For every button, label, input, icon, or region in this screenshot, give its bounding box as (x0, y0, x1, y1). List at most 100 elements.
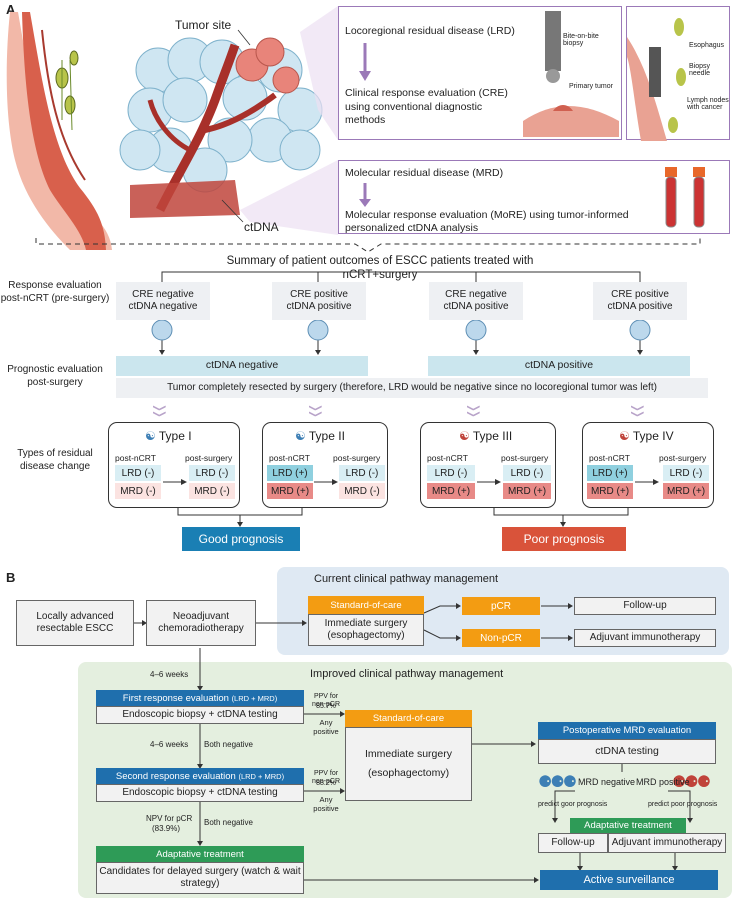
group-1-line1: CRE negative (132, 288, 194, 300)
arrow-icon (314, 479, 338, 485)
current-pathway-title: Current clinical pathway management (314, 573, 499, 585)
type-name: Type IV (632, 429, 674, 443)
improved-adjuvant-box: Adjuvant immunotherapy (608, 833, 726, 853)
adaptative2-header: Adaptative treatment (570, 818, 686, 833)
pre-label: post-nCRT (427, 453, 468, 463)
blood-tubes-icon (665, 167, 705, 228)
second-eval-header: Second response evaluation (LRD + MRD) (96, 768, 304, 784)
lrd-pre: LRD (+) (267, 465, 313, 481)
pcr-box: pCR (462, 597, 540, 615)
bite-biopsy-figure: Bite-on-bite biopsy Primary tumor (523, 11, 619, 137)
good-prognosis-badge: Good prognosis (182, 527, 300, 551)
panel-a-connectors (151, 271, 651, 527)
resected-note: Tumor completely resected by surgery (th… (116, 378, 708, 398)
second-eval-tag: (LRD + MRD) (238, 771, 285, 781)
both-negative-label-2: Both negative (204, 818, 253, 827)
ctdna-positive-bar: ctDNA positive (428, 356, 690, 376)
current-standard-header: Standard-of-care (308, 596, 424, 614)
mrd-box: Molecular residual disease (MRD) Molecul… (338, 160, 730, 234)
mrd-pre: MRD (+) (267, 483, 313, 499)
type-card-4: ☯ Type IV post-nCRT post-surgery LRD (+)… (582, 422, 714, 508)
weeks-label-2: 4–6 weeks (150, 740, 189, 749)
pre-label: post-nCRT (269, 453, 310, 463)
active-surveillance-box: Active surveillance (540, 870, 718, 890)
mrd-title: Molecular residual disease (MRD) (345, 167, 504, 179)
adaptative-header: Adaptative treatment (96, 846, 304, 862)
group-3-line2: ctDNA positive (443, 301, 509, 312)
ppv-value-1: 85.7% (316, 703, 336, 710)
poor-prognosis-badge: Poor prognosis (502, 527, 626, 551)
ctdna-label: ctDNA (244, 220, 279, 234)
locally-advanced-box: Locally advanced resectable ESCC (16, 600, 134, 646)
post-mrd-body: ctDNA testing (538, 739, 716, 764)
predict-good-label: predict goor prognosis (538, 801, 608, 808)
lrd-post: LRD (-) (189, 465, 235, 481)
group-2-line1: CRE positive (290, 288, 348, 300)
type-card-3: ☯ Type III post-nCRT post-surgery LRD (-… (420, 422, 556, 508)
post-mrd-header: Postoperative MRD evaluation (538, 722, 716, 739)
lrd-box: Locoregional residual disease (LRD) Clin… (338, 6, 622, 140)
non-pcr-box: Non-pCR (462, 629, 540, 647)
panel-a-illustration (6, 6, 701, 253)
group-3-line1: CRE negative (445, 288, 507, 300)
mrd-positive-label: MRD positive (636, 777, 690, 787)
improved-follow-up-box: Follow-up (538, 833, 608, 853)
ctdna-negative-bar: ctDNA negative (116, 356, 368, 376)
lymph-nodes-label: Lymph nodes with cancer (687, 97, 729, 111)
mrd-pre: MRD (+) (427, 483, 475, 499)
person-icon: ☯ (619, 429, 630, 443)
second-eval-body: Endoscopic biopsy + ctDNA testing (96, 784, 304, 802)
mrd-post: MRD (+) (503, 483, 551, 499)
first-eval-body: Endoscopic biopsy + ctDNA testing (96, 706, 304, 724)
mrd-post: MRD (+) (663, 483, 709, 499)
lrd-post: LRD (-) (663, 465, 709, 481)
type-card-2: ☯ Type II post-nCRT post-surgery LRD (+)… (262, 422, 388, 508)
people-red-icon: ⚈⚈⚈ (672, 774, 711, 791)
primary-tumor-label: Primary tumor (569, 83, 613, 90)
ppv-label-1: PPV for non-pCR (311, 693, 340, 709)
ppv-value-2: 88.2% (316, 780, 336, 787)
person-icon: ☯ (145, 429, 156, 443)
bite-on-bite-label: Bite-on-bite biopsy (563, 33, 599, 47)
improved-pathway-title: Improved clinical pathway management (310, 668, 504, 680)
any-positive-label-1: Any positive (313, 718, 339, 736)
mrd-pre: MRD (+) (587, 483, 633, 499)
current-surgery-box: Immediate surgery (esophagectomy) (308, 614, 424, 646)
current-adjuvant-box: Adjuvant immunotherapy (574, 629, 716, 647)
first-eval-header: First response evaluation (LRD + MRD) (96, 690, 304, 706)
npv-label: NPV for pCR (146, 814, 193, 823)
neoadjuvant-box: Neoadjuvant chemoradiotherapy (146, 600, 256, 646)
row-label-response: Response evaluation post-nCRT (pre-surge… (0, 280, 110, 304)
lrd-post: LRD (-) (339, 465, 385, 481)
lrd-pre: LRD (-) (115, 465, 161, 481)
esophagus-label: Esophagus (689, 42, 725, 49)
improved-standard-header: Standard-of-care (345, 710, 472, 727)
tumor-site-label: Tumor site (175, 18, 232, 32)
improved-surgery-box: Immediate surgery (esophagectomy) (345, 727, 472, 801)
needle-biopsy-figure: Esophagus Biopsy needle Lymph nodes with… (626, 6, 730, 141)
arrow-icon (477, 479, 501, 485)
adaptative-body: Candidates for delayed surgery (watch & … (96, 862, 304, 894)
any-positive-label-2: Any positive (313, 795, 339, 813)
type-card-1: ☯ Type I post-nCRT post-surgery LRD (-) … (108, 422, 240, 508)
type-name: Type I (158, 429, 192, 443)
pre-label: post-nCRT (115, 453, 156, 463)
mrd-pre: MRD (-) (115, 483, 161, 499)
mrd-negative-label: MRD negative (578, 777, 636, 787)
post-label: post-surgery (333, 453, 381, 463)
person-icon: ☯ (295, 429, 306, 443)
lrd-pre: LRD (+) (587, 465, 633, 481)
people-blue-icon: ⚈⚈⚈ (538, 774, 577, 791)
panel-a-letter: A (6, 2, 16, 17)
post-label: post-surgery (501, 453, 549, 463)
weeks-label-1: 4–6 weeks (150, 670, 189, 679)
second-eval-title: Second response evaluation (115, 770, 236, 782)
biopsy-needle-label: Biopsy needle (689, 63, 711, 77)
post-label: post-surgery (659, 453, 707, 463)
group-4-line2: ctDNA positive (607, 301, 673, 312)
